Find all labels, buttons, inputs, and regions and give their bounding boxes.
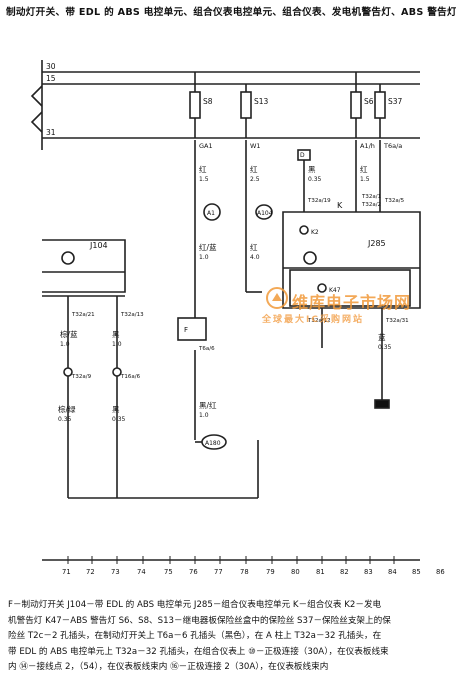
wire-label-4: 黑	[308, 165, 316, 174]
terminal-4: T6a/a	[383, 142, 402, 150]
legend-line-5: 内 ⑭－接线点 2，（54），在仪表板线束内 ⑯－正极连接 2（30A），在仪表…	[8, 662, 329, 672]
grid-number: 82	[340, 568, 349, 576]
rail-31-label: 31	[46, 128, 56, 137]
module-j104: J104	[89, 241, 108, 250]
component-k47: K47	[329, 287, 341, 294]
continuation-arrow-1	[30, 85, 43, 107]
fuse-s6-label: S6	[364, 97, 374, 106]
module-k: K	[337, 201, 343, 210]
legend-line-1: F－制动灯开关 J104－带 EDL 的 ABS 电控单元 J285－组合仪表电…	[8, 600, 382, 610]
grid-number: 86	[436, 568, 445, 576]
grid-number: 81	[316, 568, 325, 576]
wire-size-4: 0.35	[308, 176, 322, 183]
grid-number: 73	[111, 568, 120, 576]
continuation-arrow-2	[30, 111, 43, 133]
grid-number: 80	[291, 568, 300, 576]
connector-11: T32a/31	[385, 318, 409, 324]
wire-label-3: 红	[360, 164, 368, 174]
connector-1: T32a/21	[71, 312, 95, 318]
grid-number: 75	[164, 568, 173, 576]
wire-label-7: 棕/蓝	[60, 329, 78, 339]
connector-8: T32a/5	[384, 198, 405, 204]
wire-size-7: 1.0	[60, 341, 70, 348]
fuse-s37-label: S37	[388, 97, 403, 106]
wire-size-6: 4.0	[250, 254, 260, 261]
grid-number: 72	[86, 568, 95, 576]
connector-3: T32a/9	[71, 374, 92, 380]
wire-size-12: 1.0	[199, 412, 209, 419]
module-j285: J285	[367, 239, 386, 248]
wire-label-2: 红	[250, 164, 258, 174]
wire-size-10: 0.35	[112, 416, 126, 423]
wire-size-1: 1.5	[199, 176, 209, 183]
watermark-logo-icon	[266, 287, 288, 309]
diagram-title: 制动灯开关、带 EDL 的 ABS 电控单元、组合仪表电控单元、组合仪表、发电机…	[6, 7, 456, 18]
connector-5: T32a/19	[307, 198, 331, 204]
terminal-3: A1/h	[360, 142, 375, 150]
fuse-s13-label: S13	[254, 97, 269, 106]
component-f: F	[184, 326, 188, 334]
wire-size-11: 0.35	[378, 344, 392, 351]
grid-number: 74	[137, 568, 146, 576]
wire-label-10: 黑	[112, 405, 120, 414]
grid-number: 78	[240, 568, 249, 576]
wire-size-3: 1.5	[360, 176, 370, 183]
wire-size-9: 0.35	[58, 416, 72, 423]
connector-4: T16a/6	[120, 374, 141, 380]
watermark-sub: 全球最大IC采购网站	[262, 315, 364, 325]
connector-7: T32a/2	[361, 202, 381, 208]
terminal-1: GA1	[199, 142, 213, 150]
grid-number: 71	[62, 568, 71, 576]
wire-label-12: 黑/红	[199, 400, 217, 410]
wire-label-6: 红	[250, 242, 258, 252]
watermark: 维库电子市场网 全球最大IC采购网站	[252, 287, 452, 333]
grid-number: 77	[214, 568, 223, 576]
component-k2: K2	[311, 229, 319, 236]
terminal-2: W1	[250, 142, 261, 150]
grid-number: 79	[266, 568, 275, 576]
grid-number: 84	[388, 568, 397, 576]
wire-size-2: 2.5	[250, 176, 260, 183]
component-d: D	[300, 152, 305, 159]
connector-6: T32a/1	[361, 194, 381, 200]
wire-label-5: 红/蓝	[199, 242, 217, 252]
component-a1: A1	[207, 210, 215, 217]
wire-size-8: 1.0	[112, 341, 122, 348]
grid-number: 76	[189, 568, 198, 576]
connector-2: T32a/13	[120, 312, 144, 318]
wire-size-5: 1.0	[199, 254, 209, 261]
grid-number: 83	[364, 568, 373, 576]
rail-15-label: 15	[46, 74, 56, 83]
component-a180: A180	[205, 440, 221, 447]
legend-line-2: 机警告灯 K47－ABS 警告灯 S6、S8、S13－继电器板保险丝盒中的保险丝…	[8, 615, 391, 626]
rail-30-label: 30	[46, 62, 56, 71]
watermark-brand: 维库电子市场网	[292, 293, 412, 312]
grid-number: 85	[412, 568, 421, 576]
legend: F－制动灯开关 J104－带 EDL 的 ABS 电控单元 J285－组合仪表电…	[8, 598, 454, 676]
connector-10: T32a/12	[307, 318, 331, 324]
wire-label-11: 蓝	[378, 332, 386, 342]
legend-line-4: 带 EDL 的 ABS 电控单元上 T32a－32 孔插头，在组合仪表上 ⑩－正…	[8, 646, 389, 657]
legend-line-3: 险丝 T2c－2 孔插头，在制动灯开关上 T6a－6 孔插头（黑色），在 A 柱…	[8, 631, 382, 641]
component-a104: A104	[257, 210, 273, 217]
wire-label-9: 棕/绿	[58, 404, 76, 414]
fuse-s8-label: S8	[203, 97, 213, 106]
connector-9: T6a/6	[198, 346, 215, 352]
wire-label-8: 黑	[112, 330, 120, 339]
wire-label-1: 红	[199, 164, 207, 174]
